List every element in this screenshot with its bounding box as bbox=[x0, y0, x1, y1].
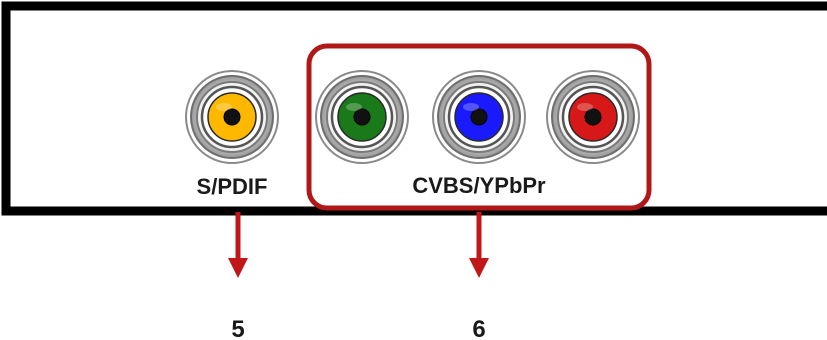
spdif-jack bbox=[185, 70, 279, 164]
green-jack-highlight bbox=[346, 103, 362, 111]
blue-jack-pin-hole bbox=[470, 108, 488, 126]
green-jack-pin-hole bbox=[353, 108, 371, 126]
spdif-jack-highlight bbox=[216, 103, 232, 111]
spdif-label: S/PDIF bbox=[197, 174, 268, 199]
blue-rca-jack bbox=[432, 70, 526, 164]
red-jack-highlight bbox=[577, 103, 593, 111]
component-highlight-box bbox=[306, 43, 652, 211]
red-jack-pin-hole bbox=[584, 108, 602, 126]
green-rca-jack bbox=[315, 70, 409, 164]
panel-outline bbox=[1, 1, 827, 216]
spdif-jack-pin-hole bbox=[223, 108, 241, 126]
red-rca-jack bbox=[546, 70, 640, 164]
callout-number-6: 6 bbox=[472, 316, 485, 340]
component-label: CVBS/YPbPr bbox=[412, 173, 546, 198]
callout-number-5: 5 bbox=[231, 316, 244, 340]
blue-jack-highlight bbox=[463, 103, 479, 111]
